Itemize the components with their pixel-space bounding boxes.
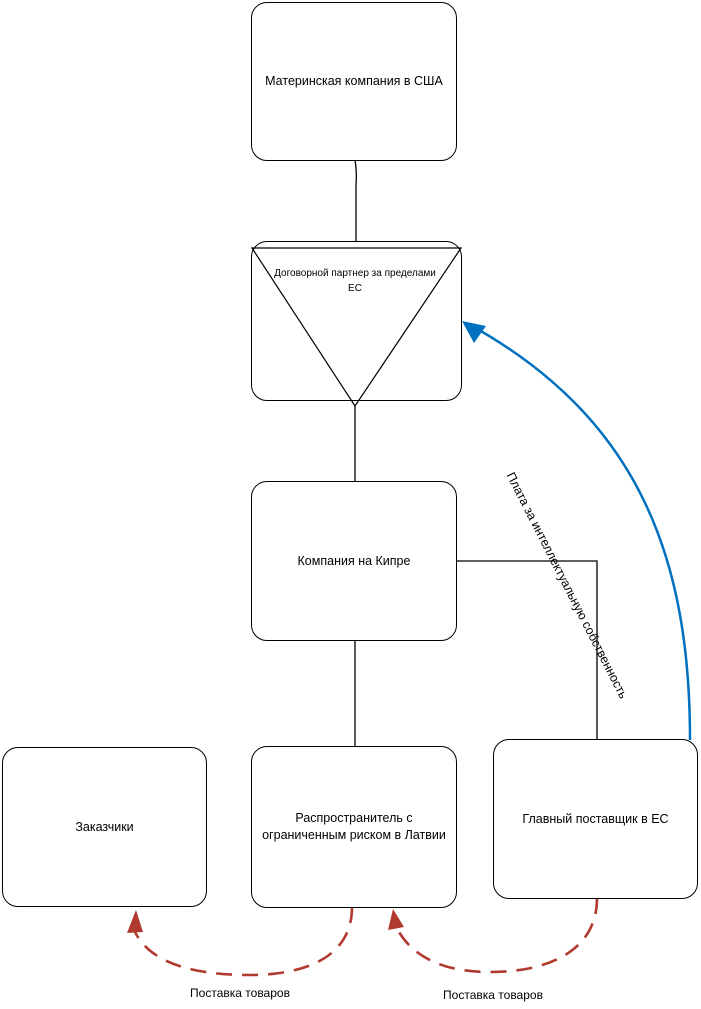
connector-parent-partner [354,159,357,242]
ip-fee-arrowhead [462,321,486,343]
supply-arrowhead-right [388,909,404,930]
supply-arrow-right [391,897,599,974]
supply-arrow-left [130,906,354,977]
node-us-parent-label: Материнская компания в США [265,74,443,88]
node-latvia-label: Распространитель с ограниченным риском в… [262,811,446,842]
supply-label-left: Поставка товаров [190,986,290,1000]
node-us-parent[interactable]: Материнская компания в США [251,2,457,161]
node-customers-label: Заказчики [75,819,134,834]
node-eu-supplier[interactable]: Главный поставщик в ЕС [493,739,698,899]
node-eu-supplier-label: Главный поставщик в ЕС [522,811,669,826]
connector-cyprus-supplier [457,560,598,740]
ip-fee-arrow [471,324,692,741]
partner-triangle [251,247,462,408]
supply-label-right: Поставка товаров [443,988,543,1002]
node-cyprus[interactable]: Компания на Кипре [251,481,457,641]
node-contract-partner-label: Договорной партнер за пределами ЕС [274,268,436,294]
node-cyprus-label: Компания на Кипре [297,553,411,568]
node-latvia[interactable]: Распространитель с ограниченным риском в… [251,746,457,908]
supply-arrowhead-left [127,910,143,933]
node-contract-partner[interactable] [251,241,462,401]
node-customers[interactable]: Заказчики [2,747,207,907]
